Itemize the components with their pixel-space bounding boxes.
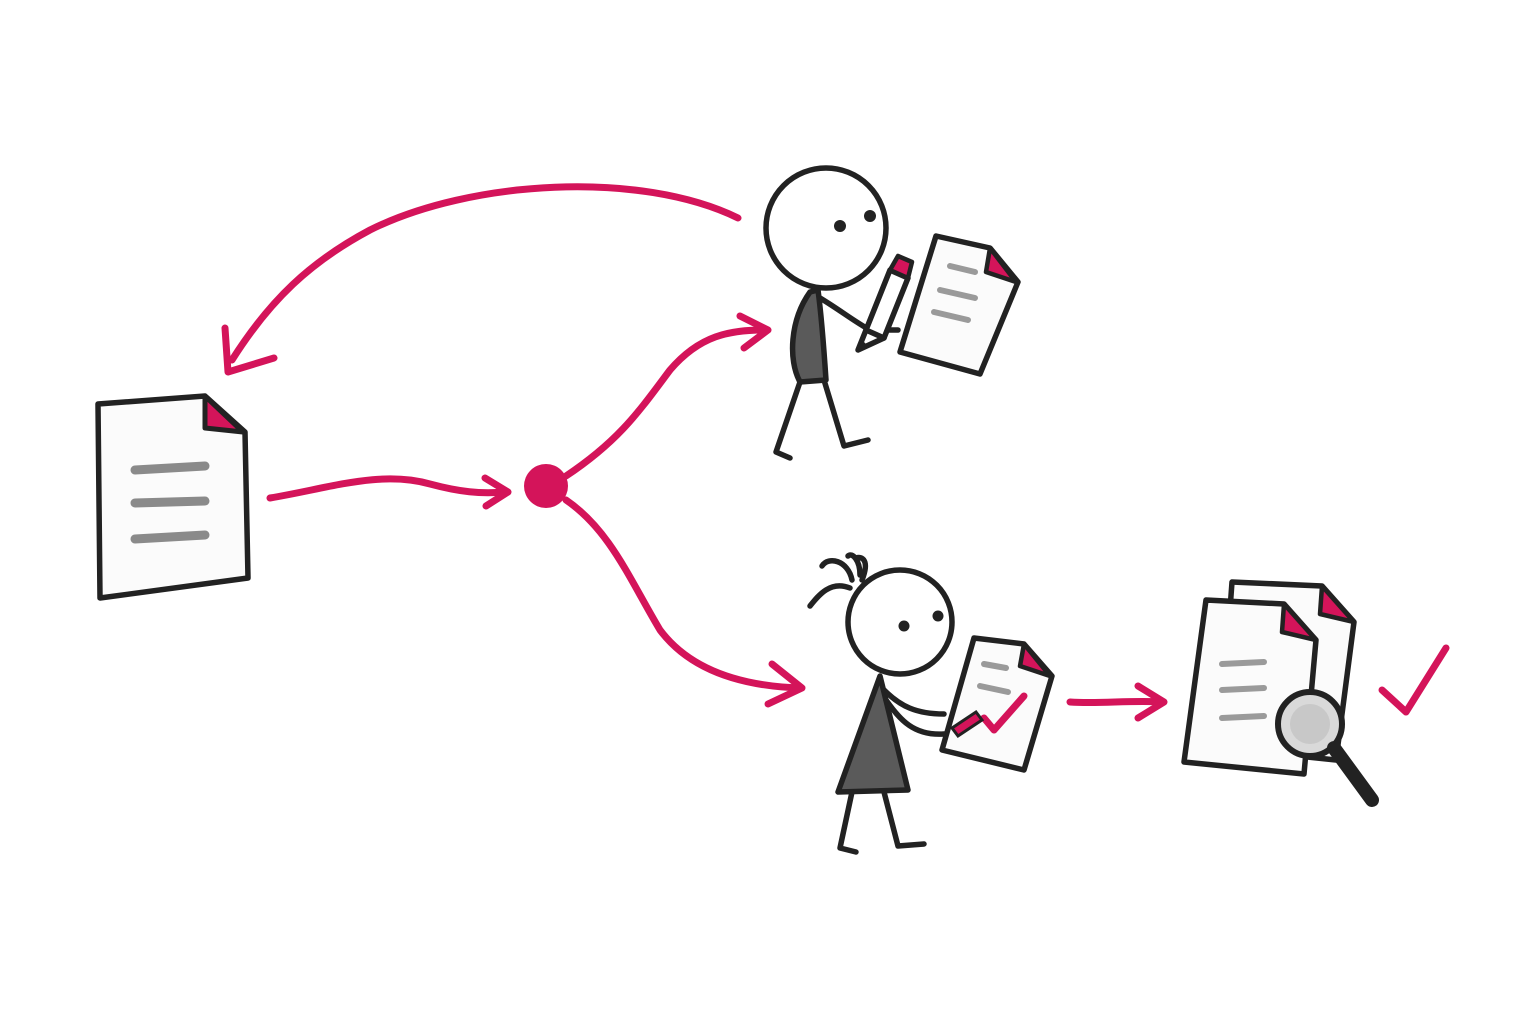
- branch-node-icon: [524, 464, 568, 508]
- reviewer-stick-figure-icon: [807, 552, 955, 855]
- reviewed-document-icon: [939, 635, 1055, 773]
- draft-document-icon: [897, 233, 1021, 377]
- arrow-reviewer-to-stack: [1066, 682, 1168, 722]
- writer-stick-figure-icon: [763, 165, 901, 461]
- feedback-arrow-writer-to-document: [221, 183, 742, 376]
- magnifying-glass-icon: [1275, 689, 1379, 807]
- arrow-node-to-reviewer: [562, 496, 806, 708]
- arrow-document-to-node: [266, 474, 512, 510]
- pencil-icon: [855, 253, 915, 353]
- arrow-node-to-writer: [562, 312, 772, 480]
- approval-check-icon: [1378, 644, 1450, 716]
- source-document-icon: [95, 393, 251, 601]
